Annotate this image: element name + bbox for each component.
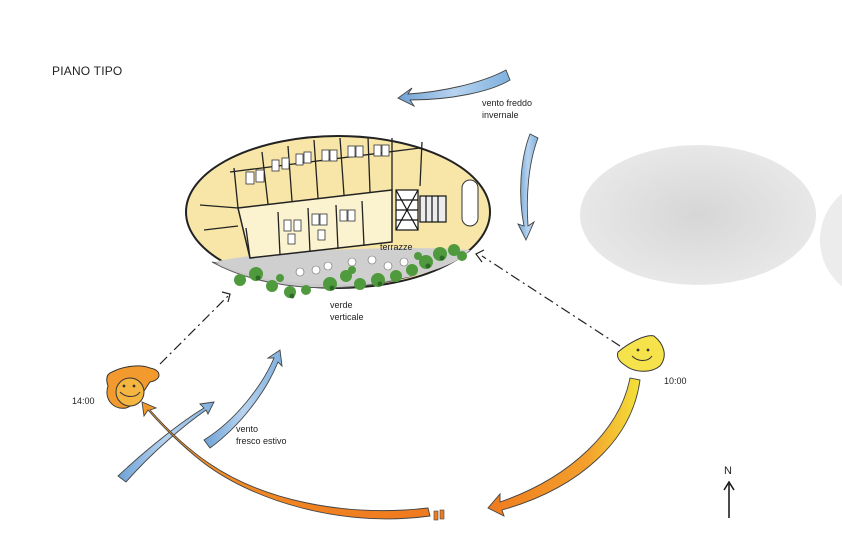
wind-arrow-icon <box>203 349 283 449</box>
wind-arrow-icon <box>517 133 539 242</box>
wind-arrow-icon <box>117 401 215 483</box>
cold-wind-label-line1: vento freddo <box>482 98 533 108</box>
green-label-line2: verticale <box>330 312 364 322</box>
green-label-line1: verde <box>330 300 353 310</box>
sun-path-arrow-icon <box>141 377 641 521</box>
plan-title: PIANO TIPO <box>52 64 123 78</box>
north-arrow-icon <box>723 480 735 518</box>
neighbour-building-shadow <box>580 145 816 285</box>
cool-wind-label-line1: vento <box>236 424 259 434</box>
cool-wind-label-line2: fresco estivo <box>236 436 287 446</box>
sun-afternoon-icon <box>106 365 160 409</box>
time-afternoon-label: 14:00 <box>72 396 95 406</box>
wind-arrow-icon <box>397 69 511 108</box>
sun-ray-lines <box>159 255 621 365</box>
floor-plan <box>185 135 491 299</box>
neighbour-building-shadow-partial <box>820 193 842 287</box>
terrace-label: terrazze <box>380 242 413 252</box>
cold-wind-label-line2: invernale <box>482 110 519 120</box>
north-label: N <box>724 465 732 477</box>
time-morning-label: 10:00 <box>664 376 687 386</box>
sun-morning-icon <box>617 335 665 372</box>
